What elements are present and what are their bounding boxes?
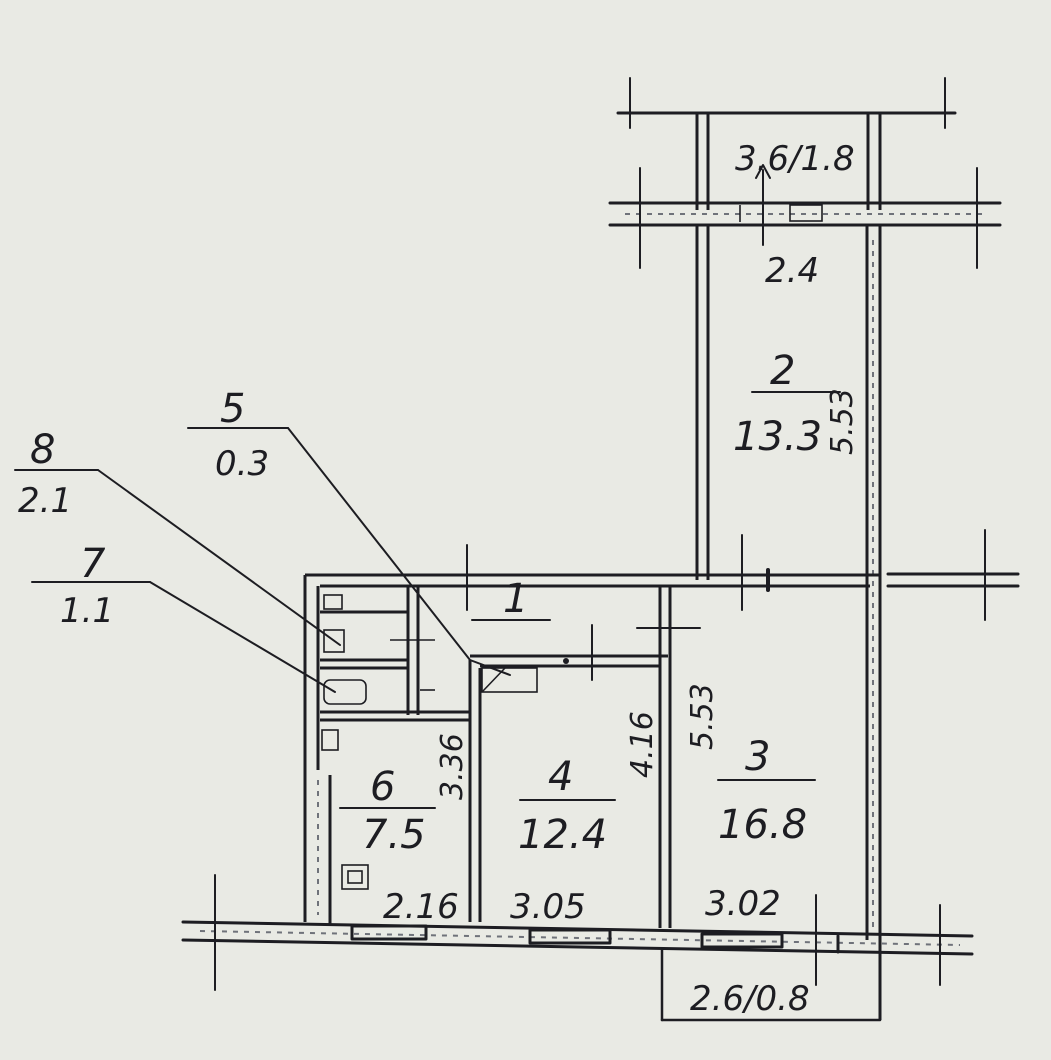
balcony-top-label: 3.6/1.8 [735, 139, 855, 179]
room-7-area: 1.1 [60, 591, 114, 631]
room-4-number: 4 [548, 754, 573, 800]
room-3-length: 5.53 [685, 683, 720, 750]
balcony-top-width: 2.4 [765, 251, 819, 291]
room-5-area: 0.3 [215, 444, 269, 484]
room-4-area: 12.4 [518, 812, 607, 858]
room-4-width: 3.05 [510, 887, 586, 927]
room-8-area: 2.1 [18, 481, 72, 521]
room-6-number: 6 [370, 764, 395, 810]
room-6-area: 7.5 [362, 812, 426, 858]
room-8-number: 8 [30, 427, 55, 473]
room-2-length: 5.53 [825, 388, 860, 455]
callout-leaders [14, 427, 511, 693]
room-1-number: 1 [503, 576, 528, 622]
room-3-number: 3 [745, 734, 770, 780]
bottom-wall [181, 874, 974, 1022]
room-3-area: 16.8 [718, 802, 807, 848]
room-2-area: 13.3 [733, 414, 822, 460]
interior-walls [303, 529, 1020, 928]
room-6-length: 3.36 [435, 733, 470, 800]
balcony-top [608, 77, 1002, 269]
room-7-number: 7 [80, 541, 106, 587]
room-3-width: 3.02 [705, 884, 781, 924]
balcony-bottom-label: 2.6/0.8 [690, 979, 810, 1019]
room-underlines [339, 391, 841, 809]
room-4-length: 4.16 [625, 711, 660, 778]
room-2-walls [695, 225, 882, 1020]
room-2-number: 2 [770, 348, 795, 394]
radiator-icon [341, 864, 369, 890]
room-6-width: 2.16 [383, 887, 459, 927]
room-5-number: 5 [220, 386, 245, 432]
